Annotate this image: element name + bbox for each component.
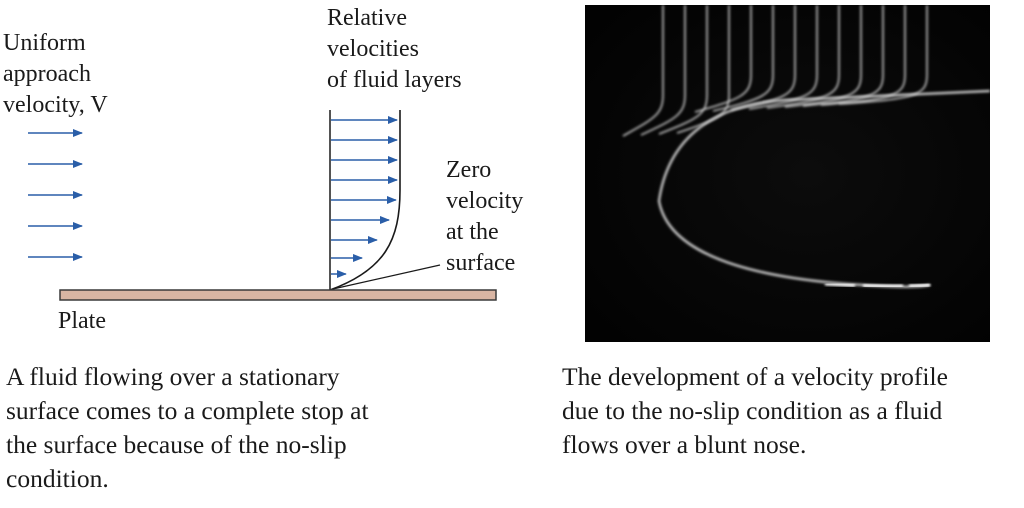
- zero-velocity-leader-line: [332, 264, 441, 290]
- velocity-profile: [329, 110, 441, 291]
- bright-surface-streak: [824, 282, 931, 288]
- profile-arrows: [331, 116, 398, 278]
- streakline: [802, 5, 884, 107]
- plate-label: Plate: [58, 308, 106, 334]
- plate: [59, 289, 497, 301]
- velocity-profile-diagram: [28, 110, 497, 301]
- flow-visualization-photo: [585, 5, 991, 342]
- streakline: [748, 5, 818, 110]
- streakline: [712, 5, 774, 112]
- streakline: [784, 5, 862, 108]
- approach-velocity-label: Uniform approach velocity, V: [3, 30, 108, 118]
- streakline: [640, 5, 686, 136]
- left-caption: A fluid flowing over a stationary surfac…: [6, 362, 369, 493]
- streakline: [694, 5, 752, 113]
- zero-velocity-label: Zero velocity at the surface: [446, 157, 524, 276]
- streakline-image: [585, 5, 991, 342]
- streakline: [766, 5, 840, 109]
- streakline: [622, 5, 664, 137]
- approach-velocity-arrows: [28, 129, 83, 261]
- streakline: [658, 5, 708, 135]
- velocity-profile-curve: [329, 110, 401, 291]
- relative-velocities-label: Relative velocities of fluid layers: [327, 5, 462, 93]
- right-caption: The development of a velocity profile du…: [562, 362, 948, 459]
